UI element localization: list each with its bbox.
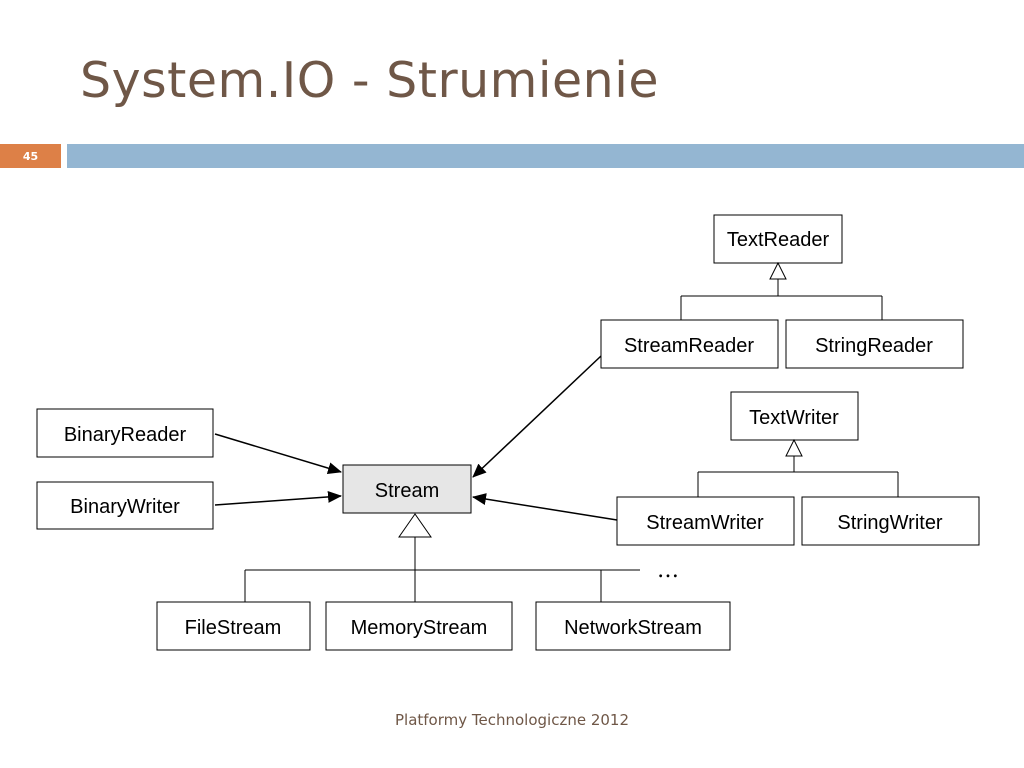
- textreader-box: [713, 214, 843, 264]
- memorystream-label: MemoryStream: [351, 617, 488, 639]
- stringwriter-box: [801, 496, 980, 546]
- streamreader-arrow: [472, 355, 602, 478]
- streamwriter-arrow: [472, 493, 618, 521]
- textwriter-label: TextWriter: [749, 407, 839, 429]
- streamwriter-label: StreamWriter: [646, 512, 764, 534]
- binaryreader-label: BinaryReader: [64, 424, 187, 446]
- slide-title: System.IO - Strumienie: [80, 52, 659, 109]
- binarywriter-box: [36, 481, 214, 530]
- stream-label: Stream: [375, 480, 439, 502]
- filestream-label: FileStream: [185, 617, 282, 639]
- stringreader-label: StringReader: [815, 335, 933, 357]
- more-subclasses-ellipsis: …: [657, 558, 679, 583]
- streamwriter-box: [616, 496, 795, 546]
- textreader-inheritance-triangle: [769, 261, 787, 280]
- networkstream-label: NetworkStream: [564, 617, 702, 639]
- stringwriter-label: StringWriter: [837, 512, 943, 534]
- stream-box: [342, 464, 472, 514]
- memorystream-box: [325, 601, 513, 651]
- binaryreader-arrow: [214, 433, 342, 474]
- binarywriter-arrow: [214, 490, 342, 506]
- slide-number: 45: [0, 144, 61, 168]
- binaryreader-box: [36, 408, 214, 458]
- stringreader-box: [785, 319, 964, 369]
- binarywriter-label: BinaryWriter: [70, 496, 180, 518]
- slide-footer: Platformy Technologiczne 2012: [394, 711, 630, 729]
- stream-inheritance-triangle: [398, 513, 432, 538]
- streamreader-box: [600, 319, 779, 369]
- header-band: [67, 144, 1024, 168]
- textreader-label: TextReader: [727, 229, 830, 251]
- textwriter-box: [730, 391, 859, 441]
- textwriter-inheritance-triangle: [785, 438, 803, 457]
- streamreader-label: StreamReader: [624, 335, 754, 357]
- filestream-box: [156, 601, 311, 651]
- networkstream-box: [535, 601, 731, 651]
